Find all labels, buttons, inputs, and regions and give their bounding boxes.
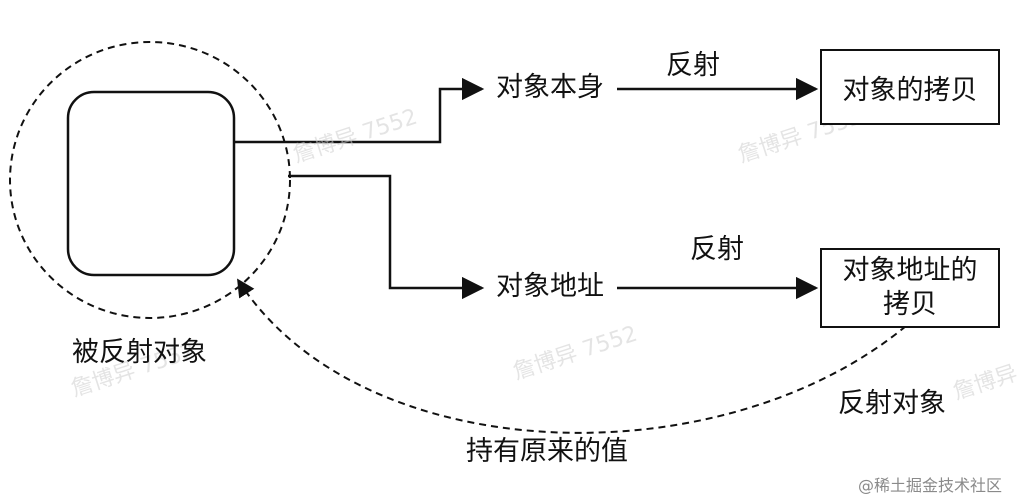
node-object-address: 对象地址 <box>496 271 604 302</box>
node-copy-of-address: 对象地址的 拷贝 <box>820 248 1000 328</box>
hold-original-dashed-curve <box>237 278 907 434</box>
edge-label-reflect-bottom: 反射 <box>690 234 744 265</box>
edge-label-reflect-object: 反射对象 <box>838 388 946 419</box>
reflected-object-dashed-circle <box>9 41 291 319</box>
node-object-itself: 对象本身 <box>496 72 604 103</box>
connector-to-object-address <box>288 174 485 300</box>
reflected-object-box <box>66 90 236 277</box>
connector-to-object-itself <box>234 77 485 144</box>
source-credit: @稀土掘金技术社区 <box>858 476 1003 495</box>
edge-label-reflect-top: 反射 <box>666 50 720 81</box>
node-copy-of-object-label: 对象的拷贝 <box>842 74 978 106</box>
node-reflected-object-label: 被反射对象 <box>72 337 207 368</box>
node-copy-of-address-line1: 对象地址的 <box>842 255 978 287</box>
edge-label-hold-original: 持有原来的值 <box>466 436 628 467</box>
node-copy-of-address-line2: 拷贝 <box>883 289 937 320</box>
node-copy-of-object: 对象的拷贝 <box>820 49 1000 125</box>
